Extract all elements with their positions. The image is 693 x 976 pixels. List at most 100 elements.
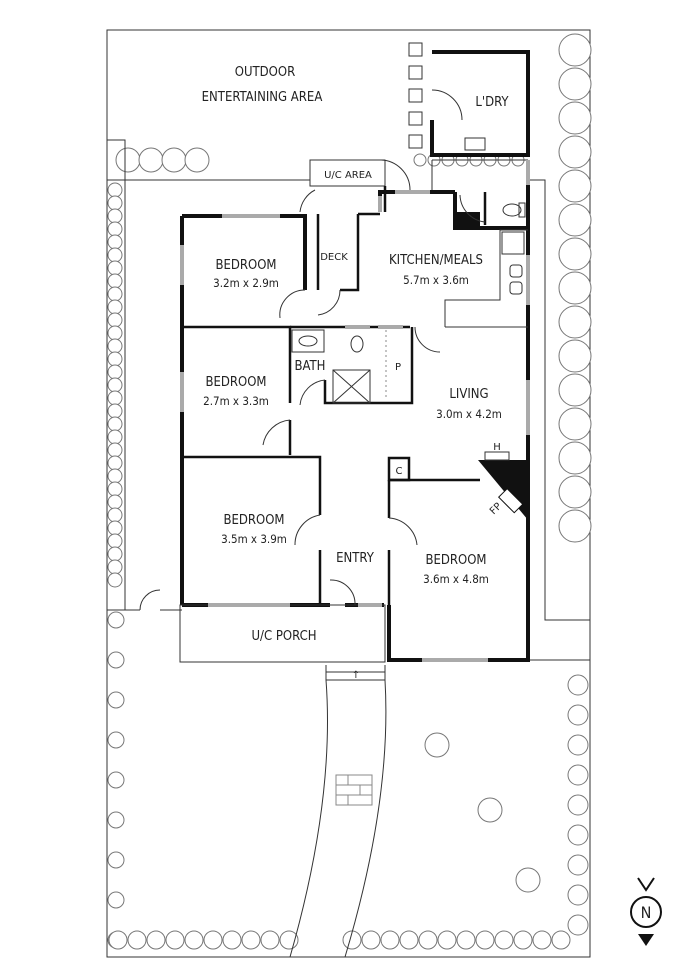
- hedge-shrub: [107, 468, 123, 484]
- hedge-shrub: [107, 811, 125, 829]
- bedroom-1-size: 3.2m x 2.9m: [213, 276, 279, 290]
- hedge-shrub: [567, 674, 589, 696]
- hedge-shrub: [558, 373, 592, 407]
- outdoor-label-2: ENTERTAINING AREA: [202, 90, 323, 105]
- hedge-shrub: [107, 325, 123, 341]
- hedge-shrub: [558, 67, 592, 101]
- hedge-shrub: [107, 208, 123, 224]
- hedge-shrub: [494, 930, 514, 950]
- hedge-shrub: [107, 771, 125, 789]
- hedge-shrub: [107, 273, 123, 289]
- hedge-shrub: [558, 509, 592, 543]
- hedge-shrub: [184, 147, 210, 173]
- bedroom-3-label: BEDROOM: [223, 513, 284, 528]
- uc-area-label: U/C AREA: [324, 170, 372, 181]
- hedge-shrub: [107, 442, 123, 458]
- hedge-shrub: [260, 930, 280, 950]
- hedge-shrub: [513, 930, 533, 950]
- hedge-shrub: [532, 930, 552, 950]
- uc-area: [309, 159, 411, 212]
- hedge-shrub: [107, 559, 123, 575]
- front-trees: [424, 732, 541, 893]
- north-arrow-icon: N: [630, 877, 662, 946]
- north-label: N: [641, 903, 652, 922]
- hedge-shrub: [107, 338, 123, 354]
- living-size: 3.0m x 4.2m: [436, 407, 502, 421]
- hedge-shrub: [107, 455, 123, 471]
- bedroom-4-size: 3.6m x 4.8m: [423, 572, 489, 586]
- hedge-shrub: [107, 572, 123, 588]
- hedge-shrub: [558, 203, 592, 237]
- laundry: [430, 50, 530, 190]
- heater-label: H: [493, 442, 501, 453]
- windows: [180, 160, 530, 662]
- hedge-shrub: [165, 930, 185, 950]
- hedge-shrub: [107, 195, 123, 211]
- hedge-shrub: [107, 221, 123, 237]
- hedge-shrub: [203, 930, 223, 950]
- hedge-shrub: [107, 651, 125, 669]
- hedge-shrub: [361, 930, 381, 950]
- hedge-shrub: [558, 475, 592, 509]
- hedge-shrub: [127, 930, 147, 950]
- hedge-shrub: [107, 429, 123, 445]
- hedge-shrub: [107, 247, 123, 263]
- hedge-shrub: [107, 611, 125, 629]
- hedge-shrub: [418, 930, 438, 950]
- fireplace-label: FP: [488, 501, 504, 517]
- stepping-stone: [408, 88, 423, 103]
- hedge-shrub: [558, 135, 592, 169]
- front-path: ↑: [289, 665, 387, 958]
- hedge-shrub: [146, 930, 166, 950]
- hedge-shrub: [567, 794, 589, 816]
- outdoor-label-1: OUTDOOR: [235, 65, 295, 80]
- hedge-shrub: [107, 507, 123, 523]
- deck-label: DECK: [320, 252, 348, 263]
- hedge-shrub: [558, 441, 592, 475]
- hedge-shrub: [107, 851, 125, 869]
- hedge-shrub: [558, 169, 592, 203]
- wc: [453, 192, 528, 230]
- hedge-shrub: [107, 520, 123, 536]
- bath-label: BATH: [295, 359, 326, 374]
- hedge-shrub: [107, 731, 125, 749]
- hedge-shrub: [558, 237, 592, 271]
- entry-label: ENTRY: [336, 551, 375, 566]
- living-label: LIVING: [449, 387, 488, 402]
- bedroom-2-label: BEDROOM: [205, 375, 266, 390]
- hedge-shrub: [558, 101, 592, 135]
- hedge-shrub: [161, 147, 187, 173]
- hedge-shrub: [279, 930, 299, 950]
- hedge-shrub: [138, 147, 164, 173]
- hedge-shrub: [413, 153, 427, 167]
- outdoor-lines: [107, 139, 590, 661]
- hedge-shrub: [567, 764, 589, 786]
- up-arrow-icon: ↑: [352, 670, 360, 681]
- hedge-shrub: [551, 930, 571, 950]
- hedge-shrub: [567, 884, 589, 906]
- stepping-stone: [408, 111, 423, 126]
- hedge-shrub: [558, 33, 592, 67]
- stepping-stones: [408, 42, 423, 149]
- hedge-shrub: [107, 182, 123, 198]
- hedge-shrub: [456, 930, 476, 950]
- kitchen-size: 5.7m x 3.6m: [403, 273, 469, 287]
- kitchen-label: KITCHEN/MEALS: [389, 253, 483, 268]
- hedge-shrub: [475, 930, 495, 950]
- hedge-shrub: [558, 339, 592, 373]
- stepping-stone: [408, 65, 423, 80]
- hedge-shrub: [107, 351, 123, 367]
- hedge-shrub: [107, 377, 123, 393]
- porch-label: U/C PORCH: [251, 629, 316, 644]
- hedge-shrub: [115, 147, 141, 173]
- hedge-shrub: [380, 930, 400, 950]
- hedge-shrub: [107, 299, 123, 315]
- hedge-shrub: [107, 546, 123, 562]
- hedge-shrub: [222, 930, 242, 950]
- hedge-shrub: [107, 533, 123, 549]
- hedge-shrub: [107, 691, 125, 709]
- bedroom-4-label: BEDROOM: [425, 553, 486, 568]
- hedge-shrub: [107, 260, 123, 276]
- hedge-shrub: [558, 271, 592, 305]
